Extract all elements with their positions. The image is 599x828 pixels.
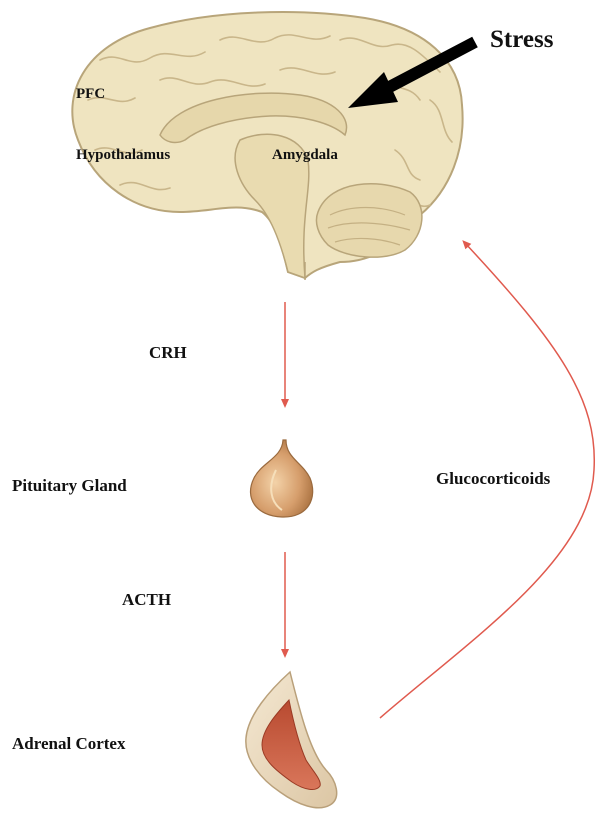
adrenal-cortex-label: Adrenal Cortex	[12, 734, 125, 754]
crh-label: CRH	[149, 343, 187, 363]
brain-illustration	[72, 12, 462, 280]
acth-label: ACTH	[122, 590, 171, 610]
stress-label: Stress	[490, 26, 553, 54]
adrenal-cortex-illustration	[246, 672, 337, 808]
cerebellum	[316, 184, 421, 257]
pituitary-gland-label: Pituitary Gland	[12, 476, 127, 496]
pfc-label: PFC	[76, 86, 105, 103]
hypothalamus-label: Hypothalamus	[76, 147, 170, 164]
amygdala-label: Amygdala	[272, 147, 338, 164]
glucocorticoids-label: Glucocorticoids	[436, 469, 550, 489]
pituitary-gland-illustration	[250, 440, 312, 517]
